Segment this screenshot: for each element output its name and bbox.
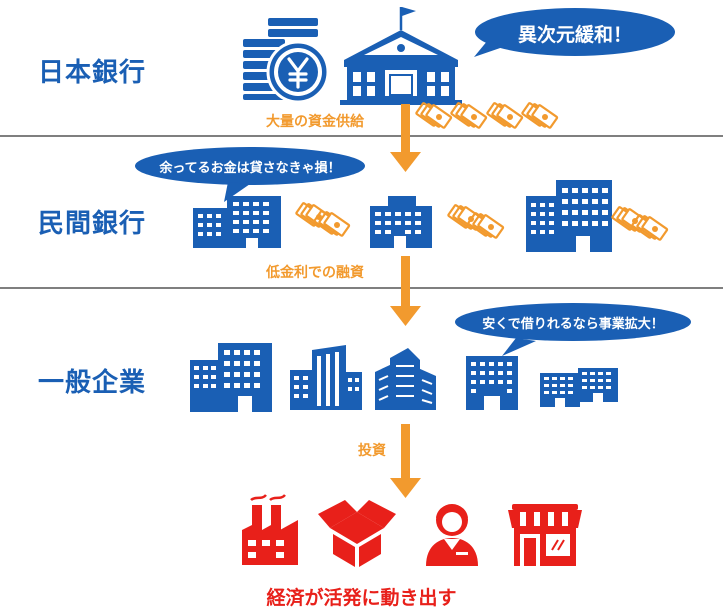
office-building-icon <box>290 345 362 410</box>
bubble-text-expand: 安くで借りれるなら事業拡大！ <box>482 317 664 332</box>
office-building-icon <box>190 343 272 412</box>
row-label-boj: 日本銀行 <box>38 58 147 88</box>
row-label-companies: 一般企業 <box>38 368 147 398</box>
result-text: 経済が活発に動き出す <box>266 587 457 609</box>
flow-arrow <box>390 104 421 172</box>
office-building-icon <box>526 180 612 252</box>
office-building-icon <box>578 368 618 402</box>
person-icon <box>426 504 478 566</box>
flow-label-supply: 大量の資金供給 <box>266 114 364 130</box>
office-building-icon <box>193 196 281 248</box>
money-bundle-icon <box>312 209 351 238</box>
flow-label-loan: 低金利での融資 <box>266 265 364 281</box>
money-bundle-icon <box>485 101 524 130</box>
speech-bubble <box>455 303 691 356</box>
flow-arrow <box>390 256 421 326</box>
bubble-text-lend: 余ってるお金は貸さなきゃ損！ <box>159 161 341 176</box>
money-bundle-icon <box>414 101 453 130</box>
money-bundle-icon <box>520 101 559 130</box>
office-building-icon <box>375 348 436 410</box>
box-icon <box>318 500 396 567</box>
office-building-icon <box>466 356 518 410</box>
office-building-icon <box>540 373 580 407</box>
office-building-icon <box>370 196 432 248</box>
money-bundle-icon <box>630 213 669 242</box>
row-label-private-banks: 民間銀行 <box>38 209 147 239</box>
coins-yen-icon <box>243 18 330 104</box>
flow-label-investment: 投資 <box>358 443 386 459</box>
money-bundle-icon <box>466 211 505 240</box>
factory-icon <box>242 494 298 565</box>
money-bundle-icon <box>449 101 488 130</box>
bubble-text-easing: 異次元緩和！ <box>517 24 632 46</box>
speech-bubble <box>474 8 675 57</box>
central-bank-building-icon <box>340 7 462 105</box>
shop-icon <box>508 504 582 566</box>
flow-arrow <box>390 424 421 498</box>
